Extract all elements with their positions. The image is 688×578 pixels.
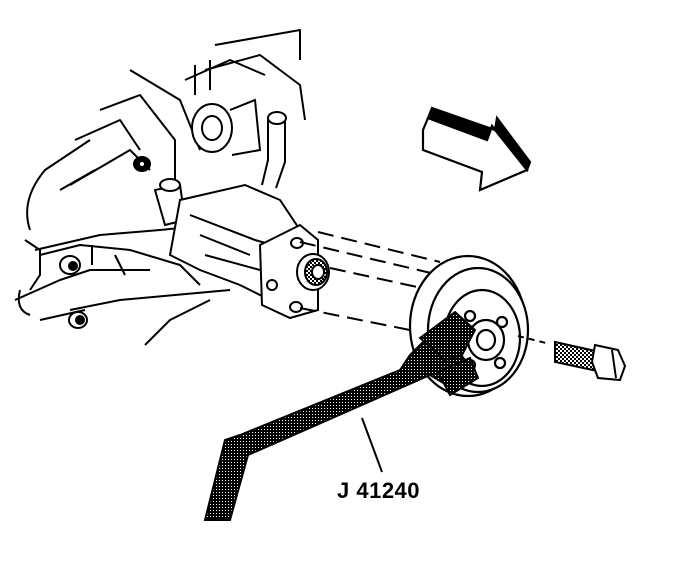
holding-tool-icon <box>205 312 478 520</box>
engine-sensor <box>60 100 286 328</box>
water-pump-housing <box>170 185 329 318</box>
engine-block <box>15 30 305 345</box>
tool-number-label: J 41240 <box>337 478 421 503</box>
alignment-lines <box>300 232 452 332</box>
bolt-icon <box>518 336 625 380</box>
label-leader-line <box>362 418 382 472</box>
direction-arrow-icon <box>423 108 530 190</box>
